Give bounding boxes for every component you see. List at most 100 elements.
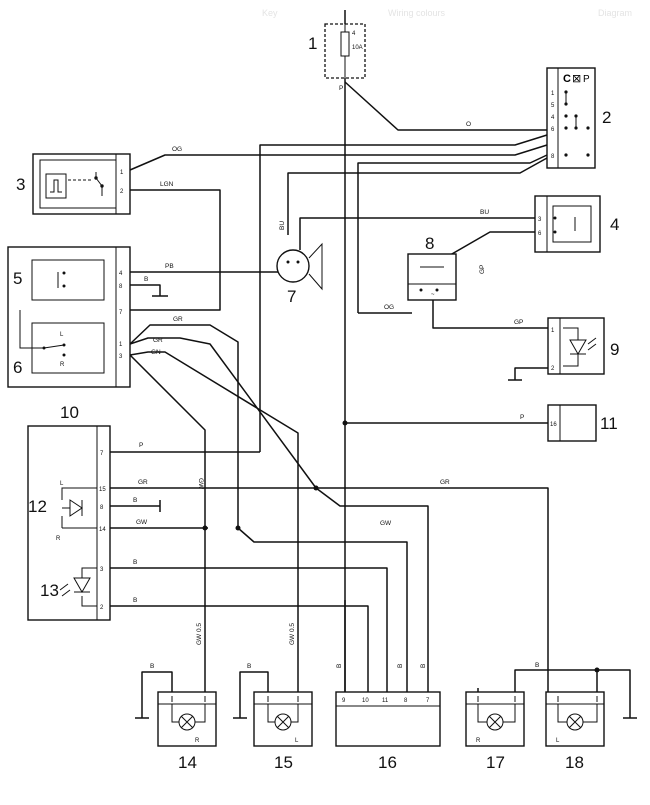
switch-module: 4 8 7 L R 1 3: [7, 246, 131, 388]
unit-16: 9 10 11 8 7: [335, 691, 441, 747]
indicator-led: 1 2: [547, 317, 605, 375]
label-18: 18: [565, 753, 584, 772]
label-10: 10: [60, 403, 79, 422]
svg-text:GW 0.5: GW 0.5: [289, 623, 296, 645]
wire-gr-2: [129, 337, 429, 692]
wire-gr-1: [129, 324, 408, 692]
svg-text:B: B: [133, 497, 137, 504]
instrument-cluster: 7 15 8 14 3 2 L R: [27, 425, 111, 621]
wire-gn: [129, 351, 299, 692]
wire-gp: [437, 231, 535, 263]
svg-text:GW: GW: [136, 519, 148, 526]
svg-text:B: B: [133, 597, 137, 604]
svg-text:P: P: [339, 85, 343, 92]
svg-text:1: 1: [119, 342, 123, 348]
svg-text:GP: GP: [479, 265, 486, 274]
svg-text:3: 3: [100, 567, 104, 573]
wire-b-ground5: [130, 284, 161, 296]
svg-text:GW: GW: [380, 520, 392, 527]
label-4: 4: [610, 215, 619, 234]
label-2: 2: [602, 108, 611, 127]
svg-text:~: ~: [431, 292, 435, 298]
switch-header-c: C: [563, 73, 571, 85]
label-13: 13: [40, 581, 59, 600]
svg-text:5: 5: [551, 103, 555, 109]
svg-text:7: 7: [119, 310, 123, 316]
svg-text:BU: BU: [279, 221, 286, 230]
relay-component: 1 2: [32, 153, 131, 215]
wire-horn-feed: [287, 157, 548, 235]
svg-text:3: 3: [119, 354, 123, 360]
wires: [110, 10, 637, 719]
svg-text:14: 14: [99, 527, 106, 533]
svg-text:BU: BU: [480, 209, 489, 216]
svg-text:B: B: [420, 664, 427, 668]
svg-text:P: P: [139, 442, 143, 449]
svg-text:6: 6: [551, 127, 555, 133]
ignition-switch: 1 5 4 6 8 C ⊠ P: [546, 67, 596, 169]
svg-text:1: 1: [551, 328, 555, 334]
wire-b-2: [110, 605, 369, 692]
svg-text:P: P: [520, 414, 524, 421]
svg-text:R: R: [56, 536, 61, 542]
svg-text:8: 8: [404, 698, 408, 704]
wire-o: [344, 81, 547, 131]
lamp-17: R: [465, 691, 525, 747]
svg-text:R: R: [60, 362, 65, 368]
wire-b-15: [239, 671, 269, 718]
svg-text:B: B: [133, 559, 137, 566]
svg-text:8: 8: [100, 505, 104, 511]
svg-text:LGN: LGN: [160, 181, 174, 188]
svg-text:B: B: [150, 663, 154, 670]
svg-text:GW 0.5: GW 0.5: [196, 623, 203, 645]
svg-text:B: B: [535, 662, 539, 669]
wire-bu: [299, 217, 535, 250]
label-5: 5: [13, 269, 22, 288]
svg-text:GR: GR: [138, 479, 148, 486]
brake-switch: 3 6: [534, 195, 601, 253]
svg-text:B: B: [397, 664, 404, 668]
svg-text:1: 1: [120, 170, 124, 176]
svg-text:11: 11: [382, 698, 389, 704]
svg-text:8: 8: [551, 154, 555, 160]
flasher-relay: ~: [407, 253, 457, 301]
wire-gp-9: [432, 300, 548, 329]
lamp-15: L: [253, 691, 313, 747]
wire-switch-to-cluster: [259, 134, 548, 452]
svg-text:3: 3: [538, 217, 542, 223]
wire-og-relay: [129, 144, 548, 171]
svg-text:L: L: [295, 738, 299, 744]
ghost-wiring-colours: Wiring colours: [388, 8, 446, 18]
ghost-key: Key: [262, 8, 278, 18]
svg-text:8: 8: [119, 284, 123, 290]
svg-text:L: L: [556, 738, 560, 744]
junction-dots: [202, 420, 600, 673]
svg-text:O: O: [466, 121, 471, 128]
ghost-diagram: Diagram: [598, 8, 632, 18]
label-14: 14: [178, 753, 197, 772]
switch-header-x: ⊠: [572, 72, 581, 85]
label-12: 12: [28, 497, 47, 516]
label-16: 16: [378, 753, 397, 772]
svg-text:1: 1: [551, 91, 555, 97]
svg-text:PB: PB: [165, 263, 174, 270]
component-11: 16: [547, 404, 597, 442]
svg-text:4: 4: [551, 115, 555, 121]
wire-gr-15: [110, 487, 549, 692]
svg-text:OG: OG: [384, 304, 394, 311]
svg-text:GN: GN: [151, 349, 161, 356]
svg-text:OG: OG: [172, 146, 182, 153]
svg-text:B: B: [336, 664, 343, 668]
svg-text:R: R: [476, 738, 481, 744]
svg-text:B: B: [144, 276, 148, 283]
svg-text:L: L: [60, 332, 64, 338]
label-9: 9: [610, 340, 619, 359]
svg-text:2: 2: [551, 366, 555, 372]
label-6: 6: [13, 358, 22, 377]
svg-text:GP: GP: [514, 319, 523, 326]
wire-lgn: [130, 189, 221, 311]
label-17: 17: [486, 753, 505, 772]
wire-gw-14: [129, 354, 206, 692]
svg-text:7: 7: [426, 698, 430, 704]
